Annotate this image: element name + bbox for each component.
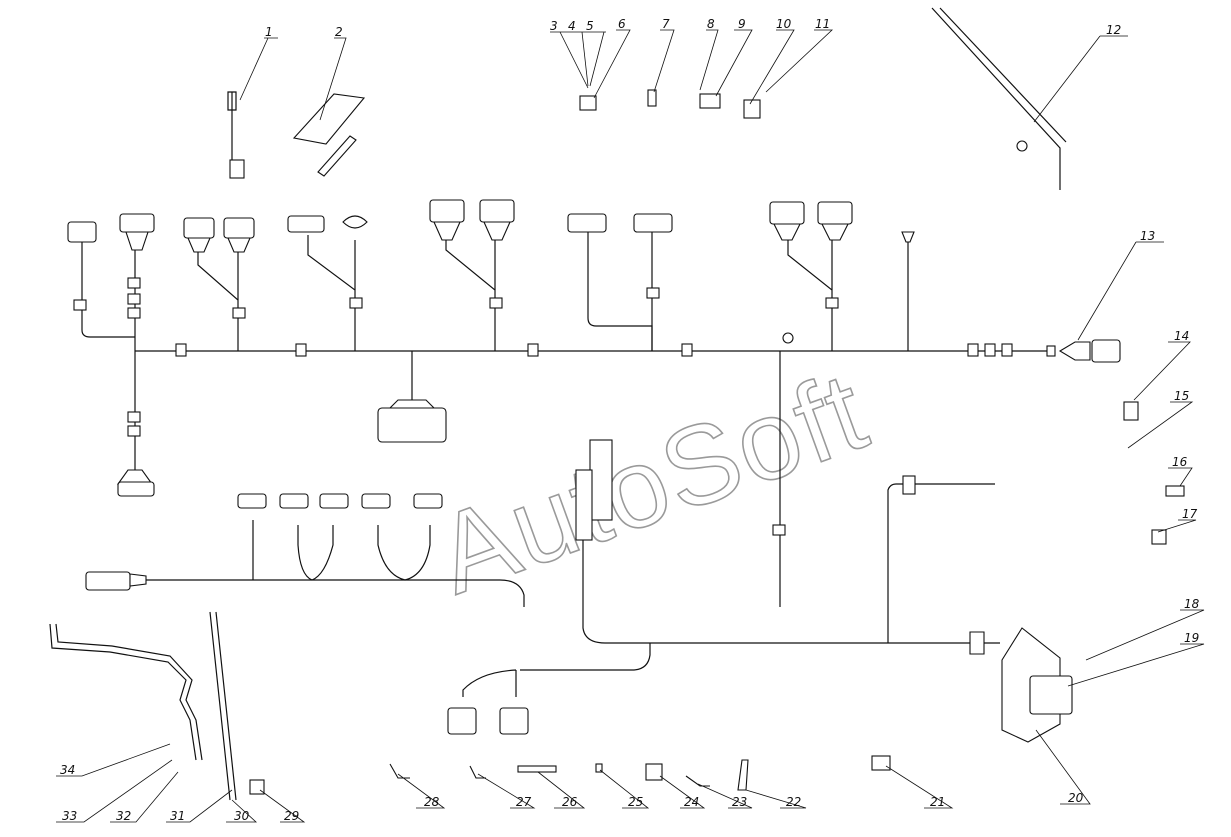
callout-7: 7 (662, 17, 670, 31)
part-sensor-1 (227, 91, 245, 179)
part-pedal-2 (292, 93, 366, 177)
callout-32: 32 (116, 809, 131, 823)
callout-18: 18 (1184, 597, 1200, 611)
callout-3: 3 (550, 19, 558, 33)
callout-20: 20 (1068, 791, 1084, 805)
callout-13: 13 (1140, 229, 1155, 243)
callout-22: 22 (786, 795, 801, 809)
callout-33: 33 (62, 809, 77, 823)
watermark-text: AutoSoft (421, 348, 883, 618)
part-ecu-20 (1001, 627, 1073, 743)
callout-1: 1 (265, 25, 273, 39)
callout-17: 17 (1182, 507, 1198, 521)
main-harness-trunk (81, 230, 1050, 697)
callout-25: 25 (628, 795, 643, 809)
callout-27: 27 (516, 795, 532, 809)
callout-28: 28 (424, 795, 440, 809)
top-connectors (67, 199, 1121, 541)
callout-leaders (56, 29, 1205, 823)
callout-26: 26 (562, 795, 578, 809)
part-bracket-12 (931, 7, 1067, 190)
callout-10: 10 (776, 17, 792, 31)
callout-9: 9 (738, 17, 746, 31)
part-pipe-34 (49, 623, 203, 761)
callout-19: 19 (1184, 631, 1199, 645)
callout-24: 24 (684, 795, 699, 809)
harness-clips (73, 277, 1056, 536)
callout-14: 14 (1174, 329, 1189, 343)
callout-30: 30 (234, 809, 250, 823)
callout-21: 21 (930, 795, 945, 809)
callout-2: 2 (335, 25, 343, 39)
callout-numbers: 1 2 3 4 5 6 7 8 9 10 11 12 13 14 15 16 1… (60, 17, 1200, 823)
callout-16: 16 (1172, 455, 1188, 469)
callout-12: 12 (1106, 23, 1121, 37)
part-tube-31 (209, 611, 237, 801)
lower-connectors (85, 493, 985, 735)
callout-23: 23 (732, 795, 747, 809)
small-parts (249, 89, 1185, 795)
callout-6: 6 (618, 17, 626, 31)
callout-4: 4 (568, 19, 576, 33)
callout-8: 8 (707, 17, 715, 31)
callout-15: 15 (1174, 389, 1189, 403)
callout-31: 31 (170, 809, 185, 823)
callout-11: 11 (815, 17, 830, 31)
callout-5: 5 (586, 19, 594, 33)
callout-34: 34 (60, 763, 75, 777)
callout-29: 29 (284, 809, 299, 823)
